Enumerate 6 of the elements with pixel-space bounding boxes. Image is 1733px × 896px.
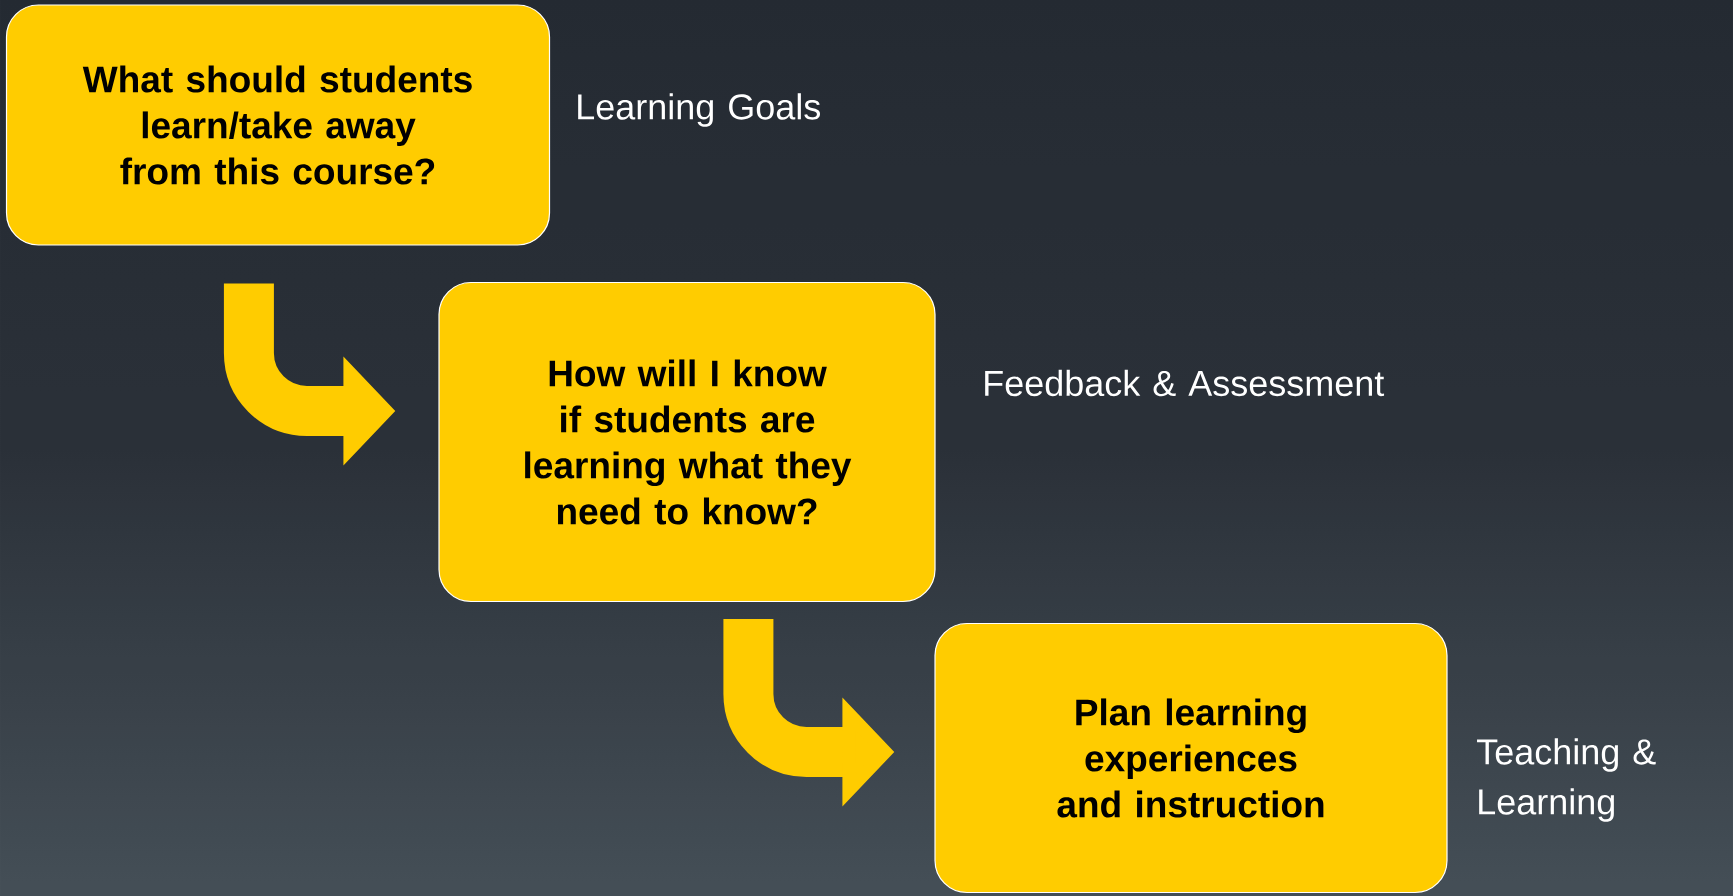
stage-label: Teaching & Learning — [1477, 738, 1656, 822]
question-box: What should students learn/take away from this course? — [5, 4, 551, 246]
stage-label: Feedback & Assessment — [985, 369, 1385, 397]
stage-label: Learning Goals — [578, 93, 820, 127]
question-box: How will I know if students are learning what they need to know? — [438, 281, 936, 603]
question-box: Plan learning experiences and instruction — [934, 622, 1448, 894]
